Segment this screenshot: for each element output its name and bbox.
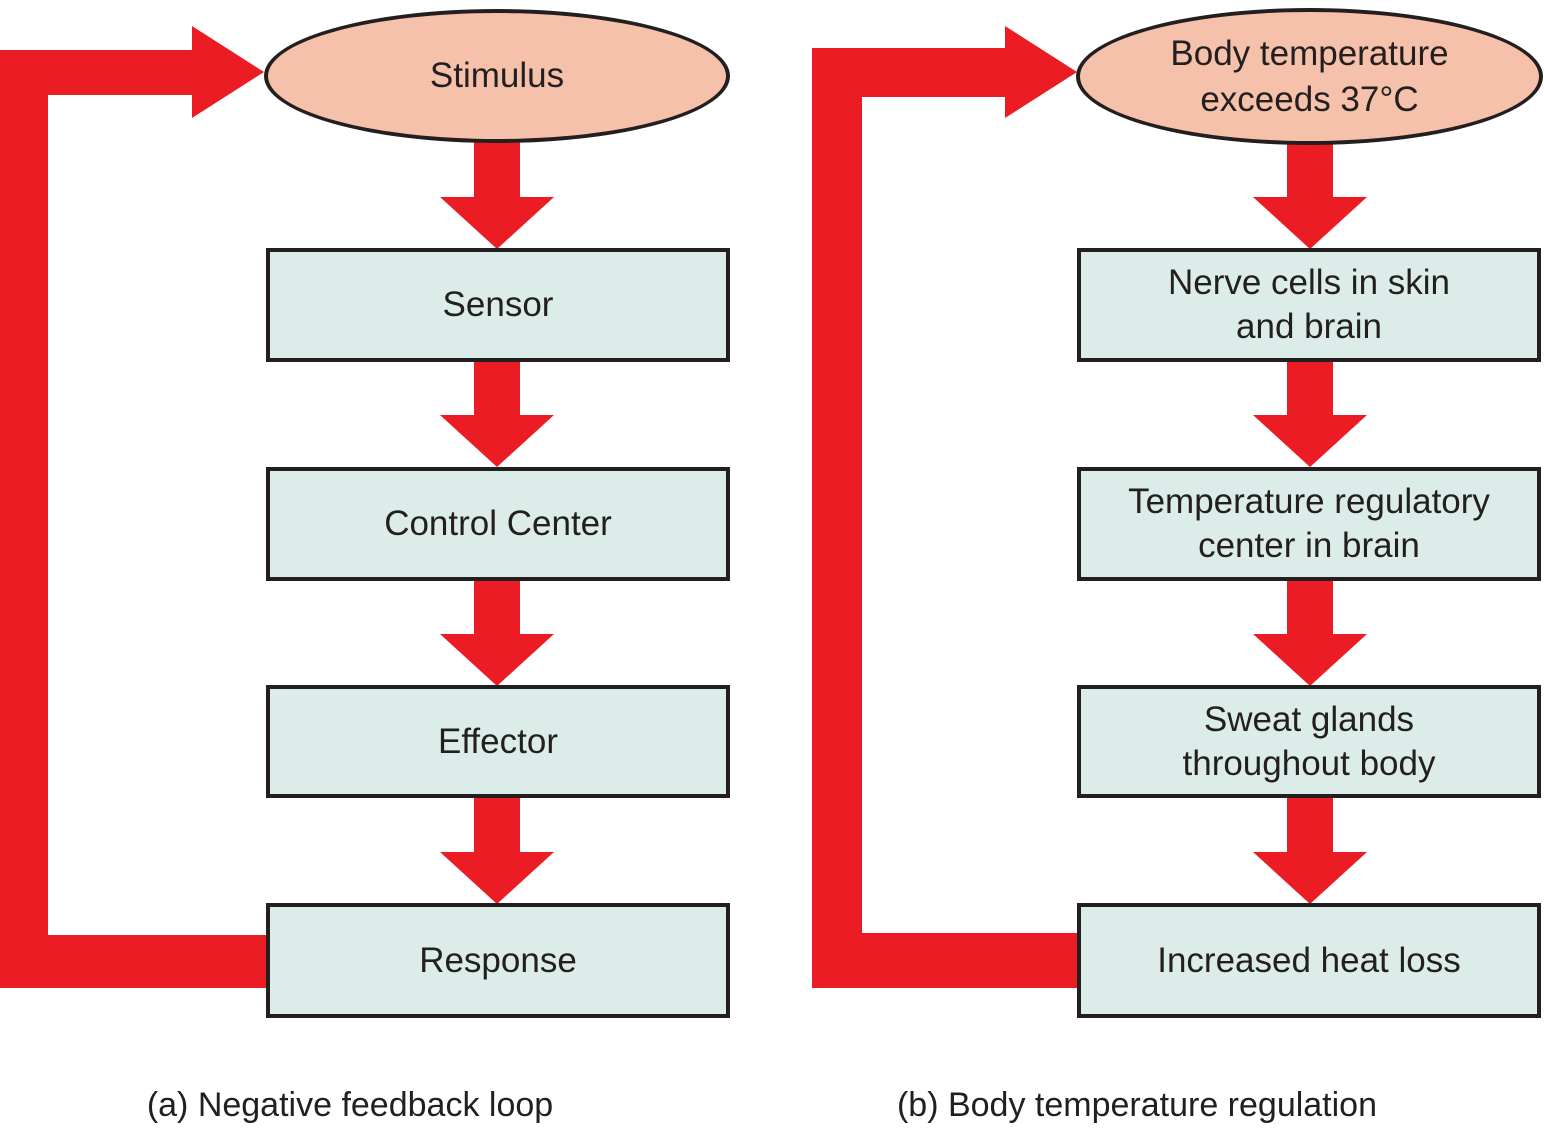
box-increased-heat-loss: Increased heat loss (1077, 903, 1541, 1018)
body-temperature-ellipse: Body temperature exceeds 37°C (1076, 8, 1543, 145)
body-temperature-label-line2: exceeds 37°C (1200, 79, 1419, 119)
box-sweat-glands-label-line2: throughout body (1182, 743, 1436, 783)
box-response: Response (266, 903, 730, 1018)
box-sweat-glands-label: Sweat glands (1203, 699, 1415, 739)
box-temperature-regulatory-center-label-line2: center in brain (1198, 526, 1420, 565)
down-arrow-b4-icon (1253, 796, 1367, 904)
caption-panel-b: (b) Body temperature regulation (896, 1086, 1378, 1124)
box-nerve-cells: Nerve cells in skin and brain (1077, 248, 1541, 362)
down-arrow-a4-icon (440, 796, 554, 904)
caption-panel-a: (a) Negative feedback loop (146, 1086, 554, 1124)
box-temperature-regulatory-center-label: Temperature regulatory (1128, 482, 1490, 521)
box-sensor-label: Sensor (442, 285, 554, 324)
down-arrow-a1-icon (440, 141, 554, 249)
feedback-loop-a-bottom-arm (0, 935, 268, 988)
feedback-loop-b-arrowhead-icon (1005, 26, 1077, 118)
stimulus-label: Stimulus (429, 56, 565, 95)
feedback-loop-b-top-arm (812, 48, 1007, 97)
stimulus-ellipse: Stimulus (264, 9, 730, 143)
down-arrow-b3-icon (1253, 579, 1367, 686)
box-control-center-label: Control Center (384, 504, 612, 543)
box-control-center: Control Center (266, 467, 730, 581)
box-sensor: Sensor (266, 248, 730, 362)
feedback-loop-a-arrowhead-icon (192, 26, 264, 118)
feedback-loop-a-top-arm (0, 50, 194, 95)
box-effector-label: Effector (438, 721, 558, 761)
down-arrow-a2-icon (440, 360, 554, 467)
body-temperature-label: Body temperature (1170, 33, 1449, 73)
box-effector: Effector (266, 685, 730, 798)
feedback-loop-b-bottom-arm (812, 933, 1078, 988)
down-arrow-a3-icon (440, 579, 554, 686)
feedback-loop-b-vertical-bar (812, 48, 862, 988)
down-arrow-b1-icon (1253, 143, 1367, 249)
box-nerve-cells-label: Nerve cells in skin (1167, 263, 1451, 302)
box-nerve-cells-label-line2: and brain (1236, 307, 1382, 346)
box-response-label: Response (419, 940, 577, 980)
box-increased-heat-loss-label: Increased heat loss (1157, 940, 1461, 980)
box-temperature-regulatory-center: Temperature regulatory center in brain (1077, 467, 1541, 581)
feedback-loop-a-vertical-bar (0, 50, 48, 988)
down-arrow-b2-icon (1253, 360, 1367, 467)
box-sweat-glands: Sweat glands throughout body (1077, 685, 1541, 798)
